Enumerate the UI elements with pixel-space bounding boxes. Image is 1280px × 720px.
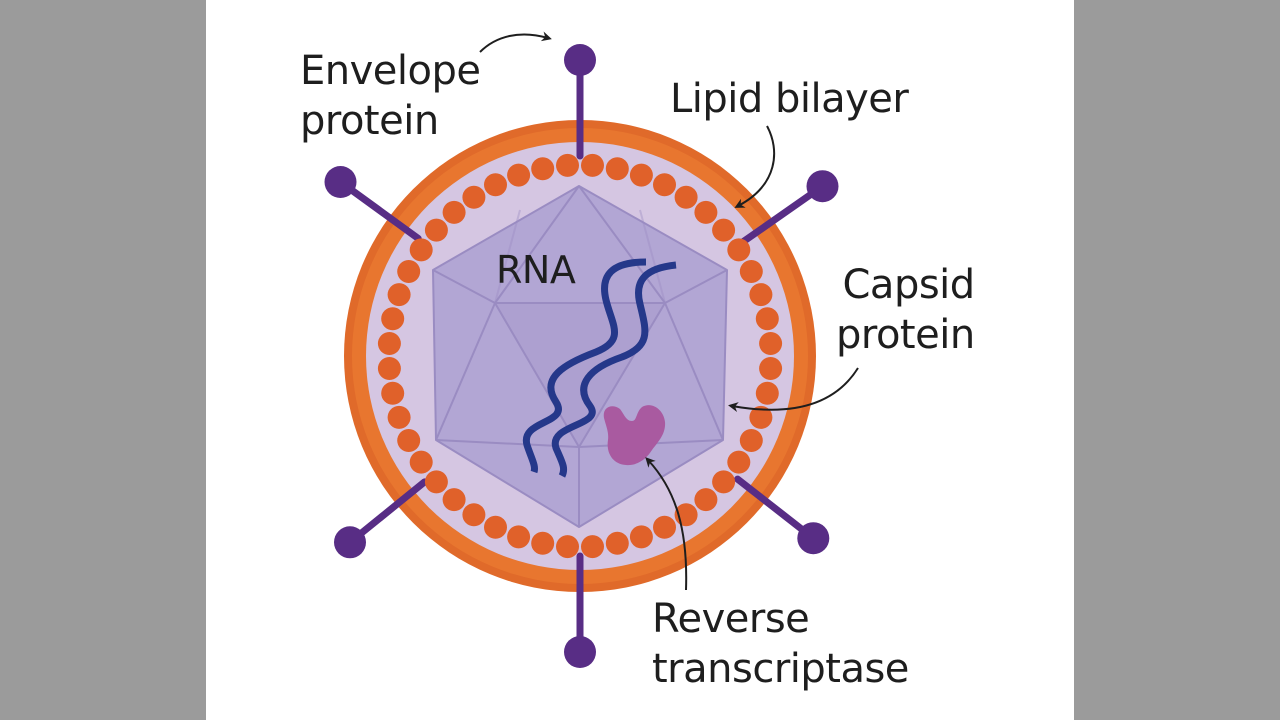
reverse-transcriptase-enzyme [603,405,666,466]
label-reverse-transcriptase-line1: Reverse [652,596,810,642]
lipid-bead [556,153,579,177]
lipid-bead [397,260,421,283]
lipid-bead [556,535,579,559]
lipid-bead [387,283,411,307]
label-envelope-protein: Envelope protein [300,46,481,146]
lipid-bead [653,515,676,539]
label-reverse-transcriptase-line2: transcriptase [652,646,909,692]
lipid-bead [759,357,783,380]
label-capsid-protein-line2: protein [836,312,975,358]
capsid-edge [664,269,728,304]
lipid-bead [755,381,779,405]
capsid-edge [639,209,666,304]
capsid-edge [664,302,724,441]
envelope-protein-stems [324,44,839,668]
arrow-reverse-transcriptase [645,457,688,591]
envelope-protein-knob [564,44,596,76]
lipid-bilayer-beads [377,153,783,559]
lipid-bead [409,238,433,262]
envelope-protein-knob [564,636,596,668]
capsid-edge [432,269,496,304]
lipid-bead [755,307,779,331]
lipid-bead [727,450,751,474]
envelope-protein-knob [797,522,830,555]
lipid-bead [387,405,411,429]
rna-strand-2 [551,261,677,478]
arrow-lipid-bilayer [734,125,776,208]
capsid-edge [494,185,580,304]
envelope-protein-stem [337,178,422,242]
lipid-bead [674,185,698,209]
annotation-arrows [479,31,859,591]
lipid-bead [397,429,421,452]
label-capsid-protein: Capsid protein [836,260,975,360]
lipid-bead [629,163,653,187]
capsid-front-face [494,302,666,448]
lipid-bead [484,515,507,539]
arrow-envelope-protein [479,31,552,53]
lipid-bead [424,470,448,494]
envelope-protein-knob [806,170,839,203]
lipid-bead [507,163,531,187]
capsid-edge [578,185,666,304]
envelope-protein-knob [324,166,357,198]
lipid-bead [581,153,604,177]
lipid-bead [694,488,718,512]
lipid-bead [462,503,486,527]
label-reverse-transcriptase: Reverse transcriptase [652,594,909,694]
lipid-bead [629,525,653,549]
envelope-protein-stem [740,182,826,245]
lipid-bead [409,450,433,474]
lipid-bead [381,381,405,405]
label-capsid-protein-line1: Capsid [842,262,976,308]
label-lipid-bilayer: Lipid bilayer [670,74,909,124]
rna-strands [522,258,677,478]
lipid-bead [727,238,751,262]
rna-strand-1 [522,258,647,474]
label-envelope-protein-line1: Envelope [300,48,481,94]
lipid-bead [712,218,736,242]
lipid-bead [531,157,555,181]
capsid-edge [494,209,521,304]
lipid-bead [424,218,448,242]
lipid-bead [739,429,763,452]
label-envelope-protein-line2: protein [300,98,439,144]
lipid-bead [653,173,676,197]
lipid-bead [759,332,783,355]
lipid-bead [694,200,718,224]
lipid-bead [484,173,507,197]
lipid-bead [377,357,401,380]
lipid-bead [581,535,604,559]
envelope-protein-knob [334,526,366,559]
lipid-bead [442,200,466,224]
lipid-bead [381,307,405,331]
lipid-bead [749,283,773,307]
lipid-bead [531,531,555,555]
lipid-bead [377,332,401,355]
label-lipid-bilayer-line1: Lipid bilayer [670,76,909,122]
lipid-bead [605,531,629,555]
lipid-bead [507,525,531,549]
lipid-bead [442,488,466,512]
lipid-bead [739,260,763,283]
lipid-bead [605,157,629,181]
lipid-bead [712,470,736,494]
lipid-bead [462,185,486,209]
arrow-capsid-protein [728,367,859,412]
envelope-protein-stem [734,475,817,542]
label-rna: RNA [496,248,576,292]
capsid-edge [435,302,496,441]
lipid-bead [749,405,773,429]
